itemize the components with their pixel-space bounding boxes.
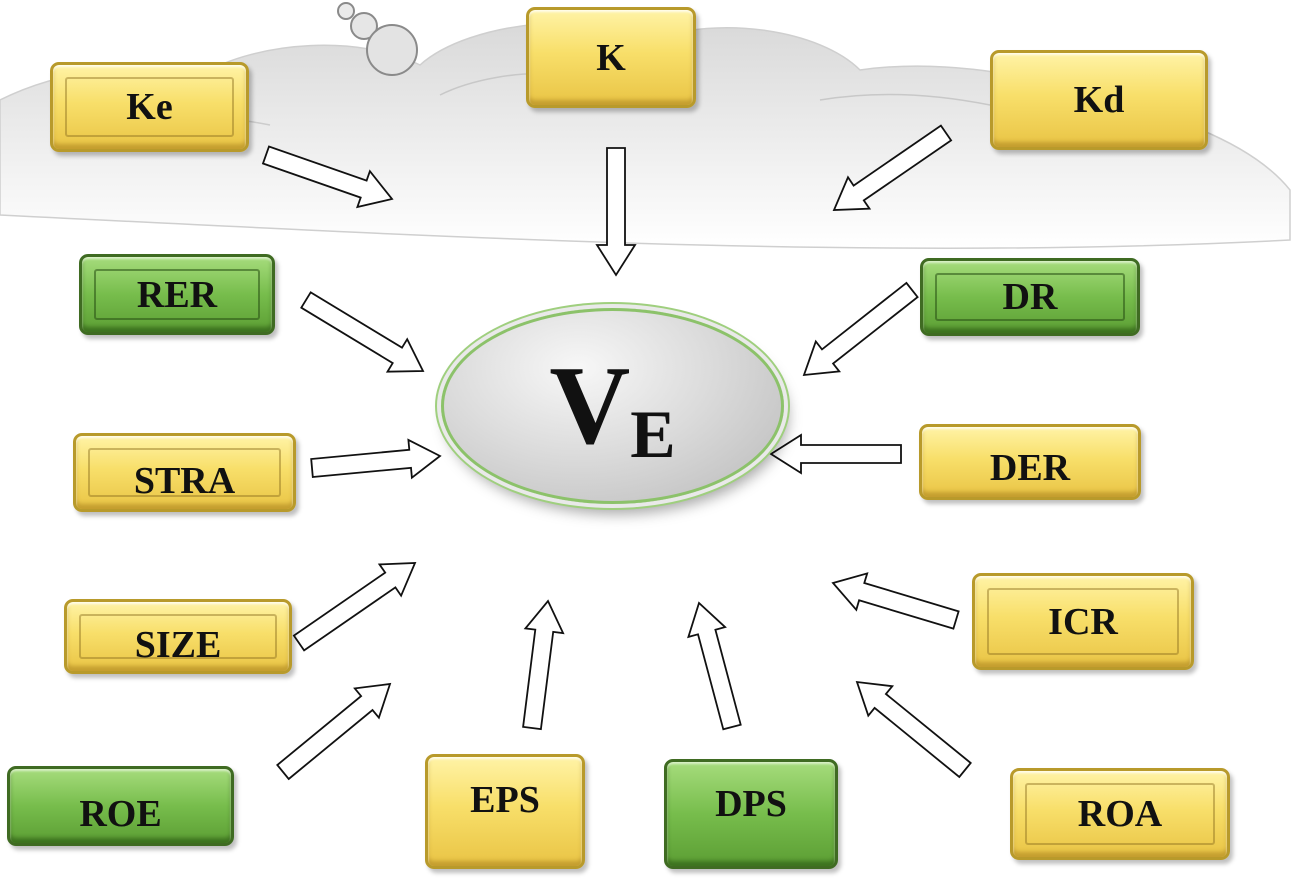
arrow-eps-to-center <box>522 599 565 731</box>
center-label: VE <box>549 350 675 468</box>
arrow-size-to-center <box>292 562 417 652</box>
bubble-large <box>366 24 418 76</box>
node-size: SIZE <box>64 599 292 674</box>
node-dr: DR <box>920 258 1140 336</box>
bubble-medium <box>350 12 378 40</box>
node-eps-label: EPS <box>470 778 540 821</box>
node-dps: DPS <box>664 759 838 869</box>
node-stra-label: STRA <box>133 459 236 502</box>
node-rer: RER <box>79 254 275 335</box>
node-roe-label: ROE <box>79 793 162 835</box>
node-dr-label: DR <box>1002 276 1058 318</box>
node-icr-label: ICR <box>1048 600 1118 643</box>
center-subscript: E <box>630 396 676 472</box>
bubble-small <box>337 2 355 20</box>
arrow-ke-to-center <box>261 145 394 209</box>
node-ke: Ke <box>50 62 249 152</box>
node-ke-label: Ke <box>126 86 173 128</box>
node-k-label: K <box>596 36 626 79</box>
arrow-stra-to-center <box>310 438 442 480</box>
arrow-icr-to-center <box>831 572 960 630</box>
center-main-letter: V <box>549 344 631 468</box>
node-roa: ROA <box>1010 768 1230 860</box>
arrow-der-to-center <box>769 433 902 475</box>
node-der: DER <box>919 424 1141 500</box>
arrow-roe-to-center <box>276 682 392 781</box>
node-dps-label: DPS <box>715 783 787 825</box>
arrow-k-to-center <box>595 147 637 277</box>
node-rer-label: RER <box>136 273 218 316</box>
arrow-kd-to-center <box>832 124 953 211</box>
node-der-label: DER <box>989 447 1071 489</box>
node-stra: STRA <box>73 433 296 512</box>
node-roa-label: ROA <box>1077 793 1163 835</box>
center-ellipse: VE <box>441 308 784 504</box>
arrow-roa-to-center <box>855 680 972 779</box>
arrow-rer-to-center <box>300 291 425 373</box>
node-eps: EPS <box>425 754 585 869</box>
node-kd: Kd <box>990 50 1208 150</box>
node-icr: ICR <box>972 573 1194 670</box>
node-k: K <box>526 7 696 108</box>
arrow-dr-to-center <box>802 281 919 377</box>
node-roe: ROE <box>7 766 234 846</box>
arrows-layer <box>261 124 972 781</box>
node-size-label: SIZE <box>134 623 222 666</box>
node-kd-label: Kd <box>1073 79 1125 121</box>
arrow-dps-to-center <box>687 601 742 731</box>
